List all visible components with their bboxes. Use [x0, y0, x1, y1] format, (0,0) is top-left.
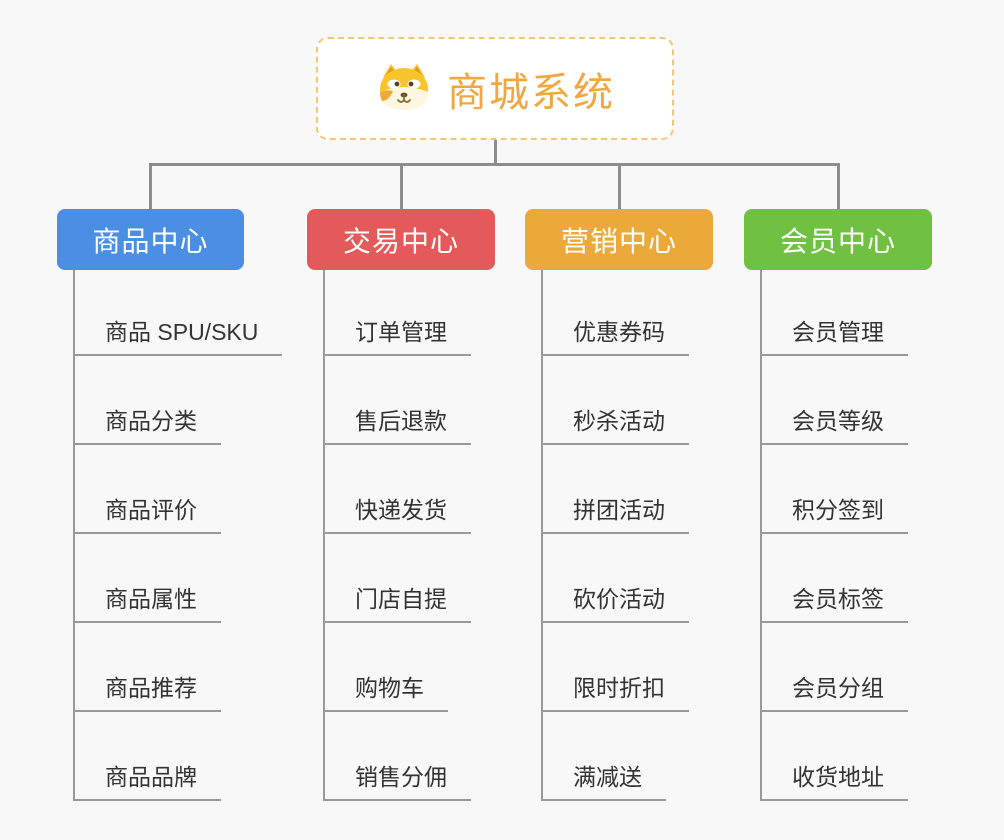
leaf-topic[interactable]: 限时折扣 — [541, 668, 689, 712]
branch-node-marketing-center[interactable]: 营销中心 — [525, 209, 713, 270]
leaf-topic[interactable]: 门店自提 — [323, 579, 471, 623]
branch-node-trade-center[interactable]: 交易中心 — [307, 209, 495, 270]
leaf-topic[interactable]: 满减送 — [541, 757, 666, 801]
leaf-topic[interactable]: 商品 SPU/SKU — [73, 312, 283, 356]
branch-column-marketing: 优惠券码 秒杀活动 拼团活动 砍价活动 限时折扣 满减送 — [541, 270, 689, 801]
leaf-topic[interactable]: 砍价活动 — [541, 579, 689, 623]
leaf-topic[interactable]: 优惠券码 — [541, 312, 689, 356]
leaf-topic[interactable]: 销售分佣 — [323, 757, 471, 801]
leaf-topic[interactable]: 商品品牌 — [73, 757, 221, 801]
leaf-topic[interactable]: 商品评价 — [73, 490, 221, 534]
root-node-mall-system[interactable]: 商城系统 — [316, 37, 674, 140]
leaf-topic[interactable]: 快递发货 — [323, 490, 471, 534]
leaf-topic[interactable]: 秒杀活动 — [541, 401, 689, 445]
connector-drop-marketing — [618, 163, 621, 210]
connector-bus — [149, 163, 839, 166]
branch-node-member-center[interactable]: 会员中心 — [744, 209, 932, 270]
leaf-topic[interactable]: 会员等级 — [760, 401, 908, 445]
leaf-topic[interactable]: 订单管理 — [323, 312, 471, 356]
leaf-topic[interactable]: 会员管理 — [760, 312, 908, 356]
connector-drop-member — [837, 163, 840, 210]
leaf-topic[interactable]: 会员标签 — [760, 579, 908, 623]
leaf-topic[interactable]: 商品属性 — [73, 579, 221, 623]
branch-column-trade: 订单管理 售后退款 快递发货 门店自提 购物车 销售分佣 — [323, 270, 471, 801]
leaf-topic[interactable]: 会员分组 — [760, 668, 908, 712]
leaf-topic[interactable]: 售后退款 — [323, 401, 471, 445]
connector-drop-product — [149, 163, 152, 210]
root-title: 商城系统 — [447, 70, 615, 115]
leaf-topic[interactable]: 商品分类 — [73, 401, 221, 445]
branch-column-product: 商品 SPU/SKU 商品分类 商品评价 商品属性 商品推荐 商品品牌 — [73, 270, 283, 801]
leaf-topic[interactable]: 拼团活动 — [541, 490, 689, 534]
connector-drop-trade — [400, 163, 403, 210]
connector-root-stem — [494, 140, 497, 164]
leaf-topic[interactable]: 收货地址 — [760, 757, 908, 801]
branch-column-member: 会员管理 会员等级 积分签到 会员标签 会员分组 收货地址 — [760, 270, 908, 801]
branch-node-product-center[interactable]: 商品中心 — [57, 209, 244, 270]
leaf-topic[interactable]: 商品推荐 — [73, 668, 221, 712]
leaf-topic[interactable]: 购物车 — [323, 668, 448, 712]
leaf-topic[interactable]: 积分签到 — [760, 490, 908, 534]
dog-face-icon — [380, 63, 428, 110]
